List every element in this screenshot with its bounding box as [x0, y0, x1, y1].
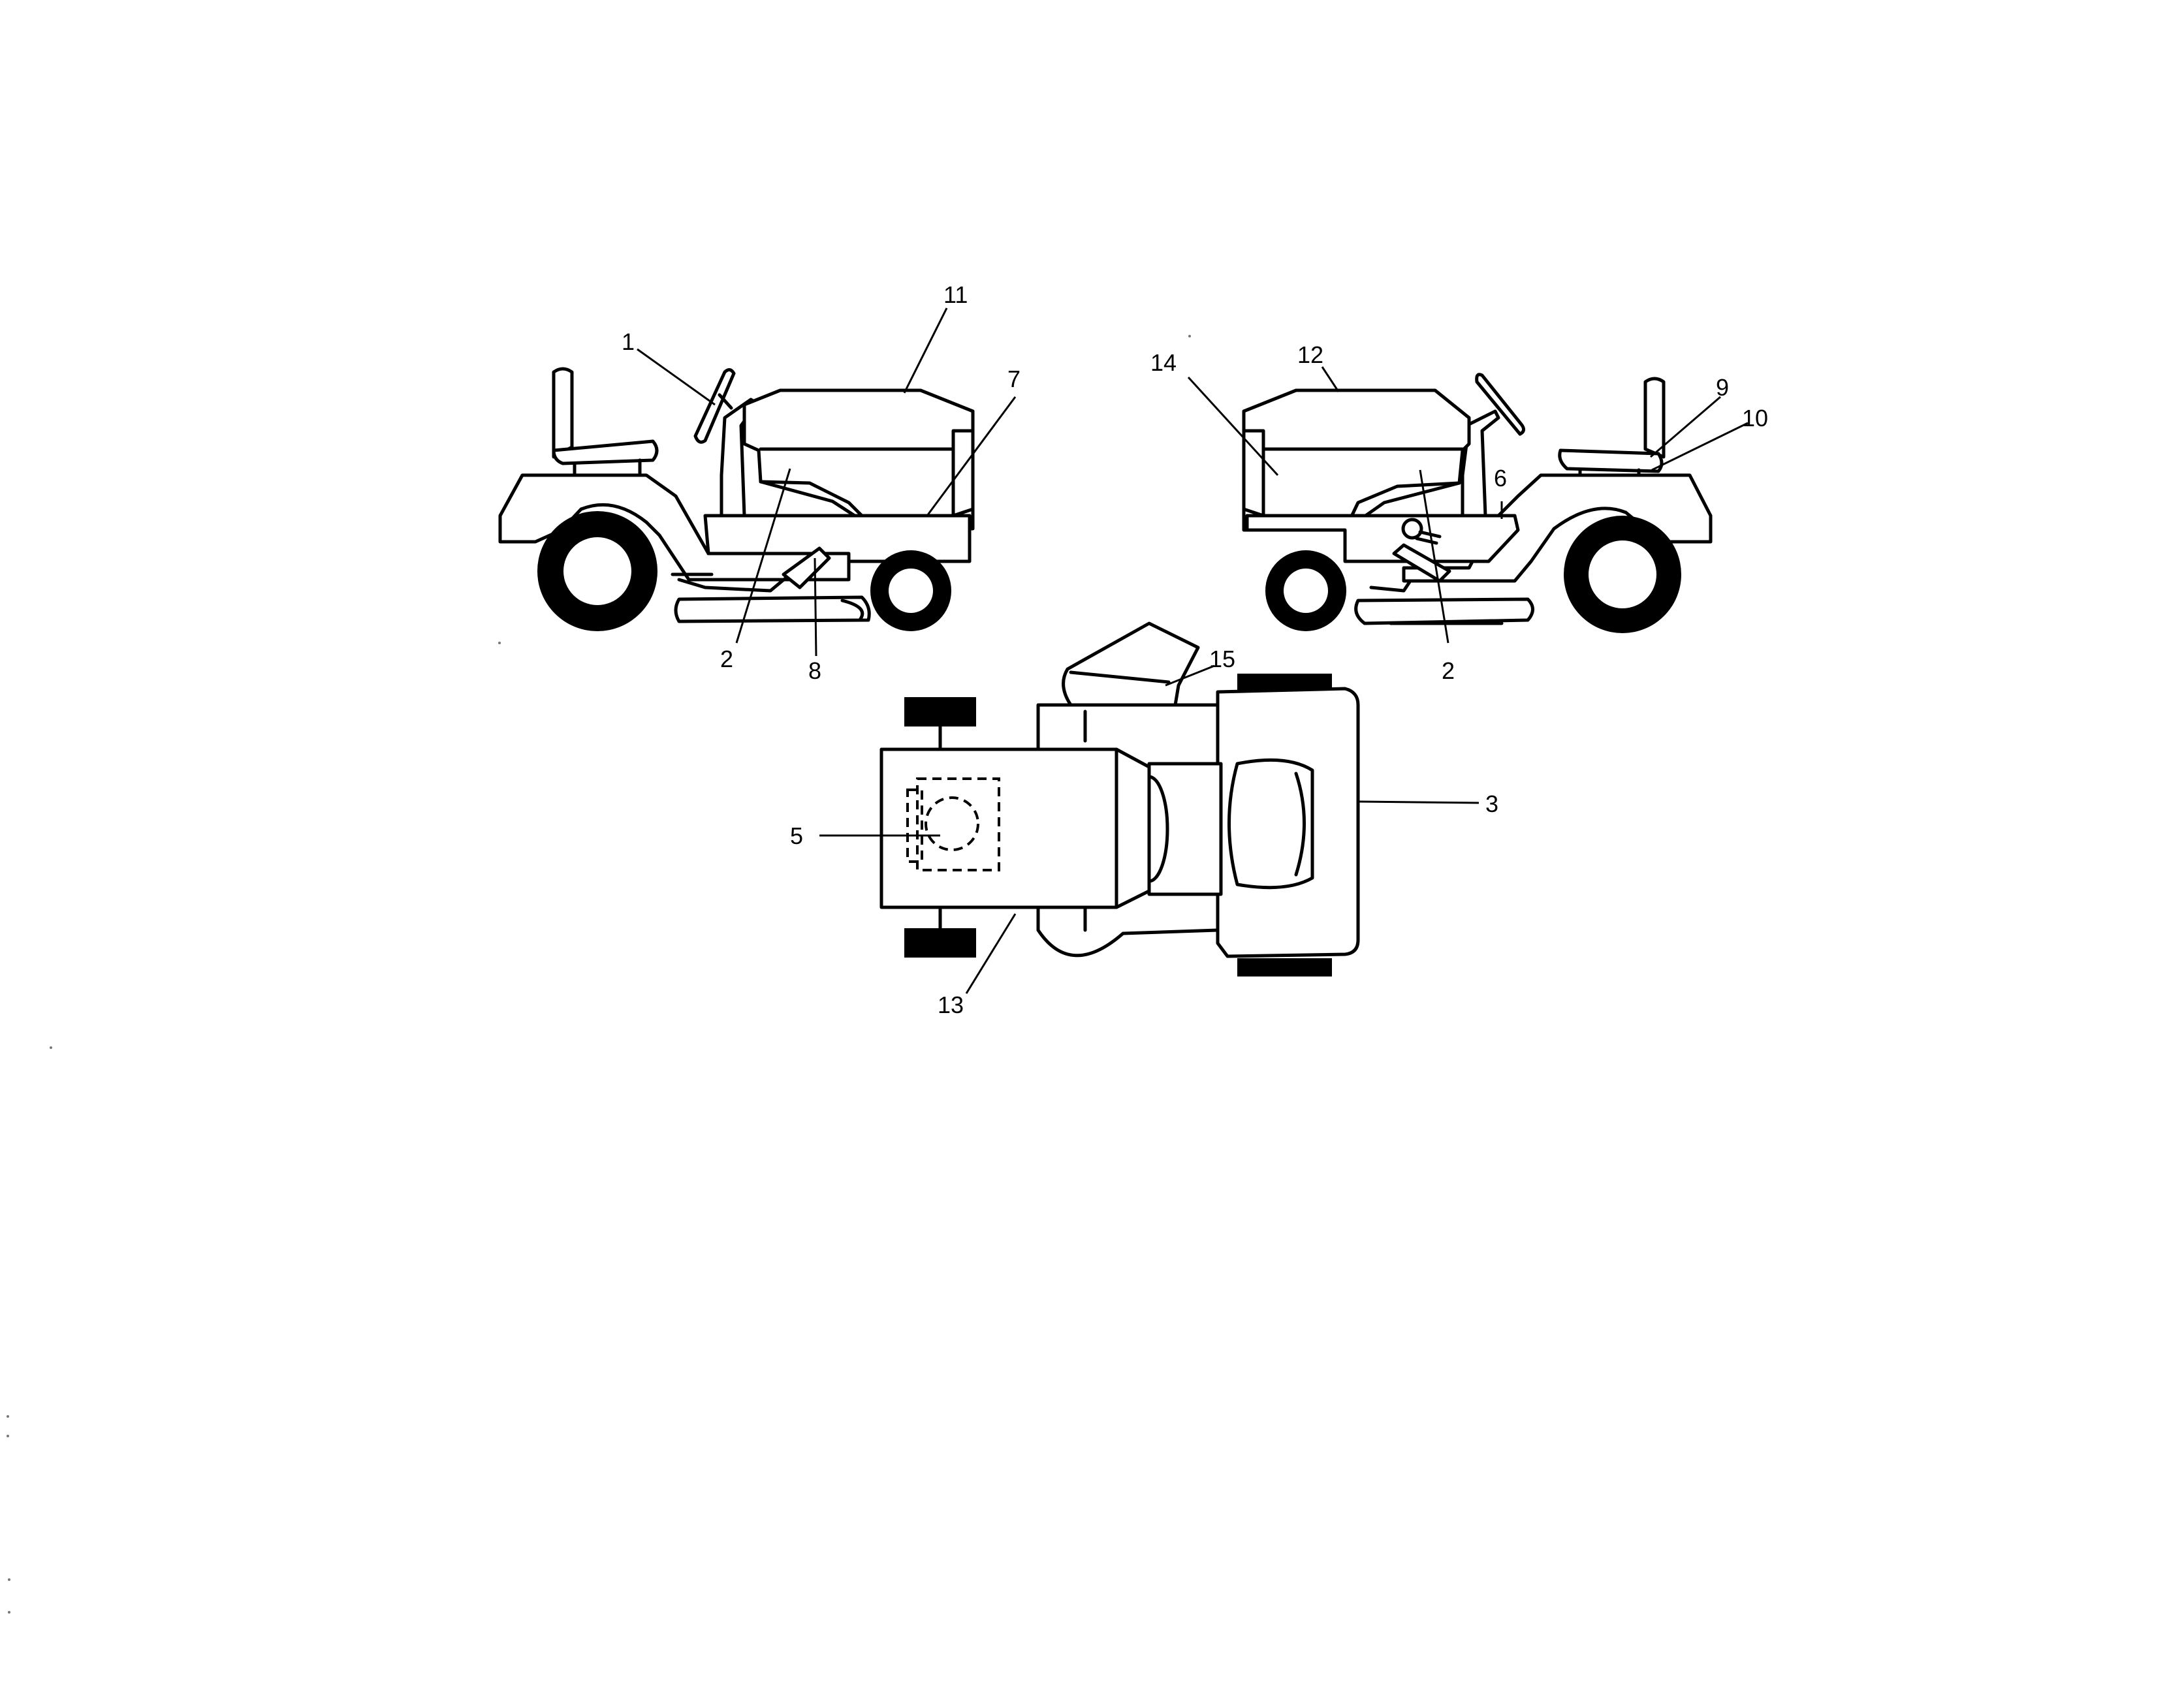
callout-14: 14 [1150, 349, 1177, 376]
left-seat-cushion [552, 439, 659, 465]
scan-specks [7, 335, 1191, 1614]
right-pedal [1392, 543, 1451, 583]
left-frame [703, 514, 972, 563]
callout-15: 15 [1209, 646, 1235, 672]
right-seat-back [1643, 377, 1666, 459]
callout-5: 5 [790, 822, 803, 849]
callout-13: 13 [938, 992, 964, 1018]
top-seat [1227, 758, 1314, 890]
top-front-tire-lower [904, 928, 976, 958]
callout-6: 6 [1494, 465, 1507, 492]
top-front-tire-upper [904, 697, 976, 727]
right-frame [1245, 514, 1520, 563]
callout-10: 10 [1742, 405, 1768, 431]
right-mower-deck [1354, 597, 1534, 625]
left-side-view: 1 11 7 2 8 [498, 281, 1021, 684]
top-engine-outline [916, 777, 1000, 871]
callout-2-left: 2 [720, 646, 733, 672]
top-discharge-chute [1062, 621, 1200, 707]
left-mower-deck [674, 595, 871, 623]
callout-1: 1 [622, 328, 635, 355]
right-steering-wheel [1475, 373, 1525, 436]
right-seat-cushion [1558, 448, 1664, 473]
callout-7: 7 [1007, 366, 1021, 392]
left-grille [951, 429, 975, 518]
callout-3: 3 [1485, 790, 1498, 817]
callout-12: 12 [1297, 341, 1323, 368]
left-pedal [782, 546, 831, 589]
left-steering-wheel [693, 368, 736, 444]
callout-2-right: 2 [1442, 657, 1455, 684]
right-side-view: 12 14 9 10 6 2 [1150, 341, 1768, 684]
top-engine-cap [925, 796, 979, 851]
right-lift-lever-knob [1401, 518, 1423, 540]
left-seat-back [552, 367, 574, 459]
callout-9: 9 [1716, 374, 1729, 401]
top-view: 15 3 5 13 [790, 621, 1498, 1018]
callout-11: 11 [943, 281, 968, 308]
callout-8: 8 [808, 657, 821, 684]
top-rear-tire-lower [1237, 958, 1332, 976]
right-grille [1242, 429, 1265, 518]
